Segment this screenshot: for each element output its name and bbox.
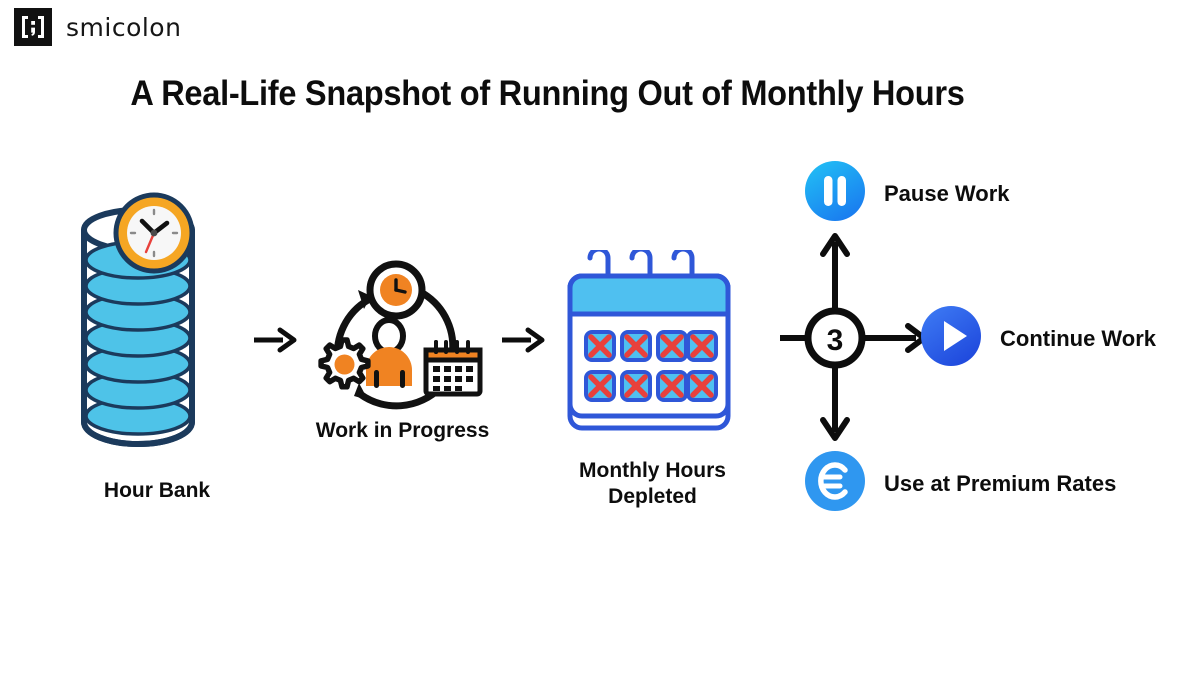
clock-icon (113, 192, 195, 274)
monthly-hours-depleted-illustration (556, 246, 746, 445)
page-title: A Real-Life Snapshot of Running Out of M… (130, 74, 965, 113)
flow-arrow-right-icon (252, 325, 298, 360)
crossed-day-cells (584, 330, 718, 402)
calendar-icon (423, 340, 483, 397)
brand-logo[interactable]: smicolon (14, 8, 181, 46)
play-circle-icon (920, 305, 982, 372)
work-in-progress-caption: Work in Progress (315, 419, 490, 442)
clock-icon (366, 260, 426, 320)
euro-circle-icon (804, 450, 866, 517)
brand-name: smicolon (66, 12, 182, 42)
hour-bank-caption: Hour Bank (103, 479, 211, 502)
decision-branch-group: 3 Pause Work (780, 150, 1200, 525)
work-in-progress-illustration (312, 258, 492, 433)
decision-connectors: 3 (780, 233, 927, 441)
branch-pause-work[interactable]: Pause Work (804, 160, 1010, 227)
bracketed-semicolon-icon (14, 8, 52, 46)
monthly-hours-depleted-caption: Monthly Hours Depleted (579, 459, 726, 509)
pause-circle-icon (804, 160, 866, 227)
flow-arrow-right-icon (500, 325, 546, 360)
person-icon (366, 317, 412, 388)
gear-icon (318, 337, 371, 390)
branch-pause-work-label: Pause Work (884, 180, 1010, 206)
hour-bank-illustration (62, 190, 252, 460)
branch-premium-rates-label: Use at Premium Rates (884, 470, 1117, 496)
branch-continue-work[interactable]: Continue Work (920, 305, 1156, 372)
branch-continue-work-label: Continue Work (1000, 325, 1157, 351)
decision-hub-label: 3 (827, 324, 844, 357)
branch-premium-rates[interactable]: Use at Premium Rates (804, 450, 1116, 517)
